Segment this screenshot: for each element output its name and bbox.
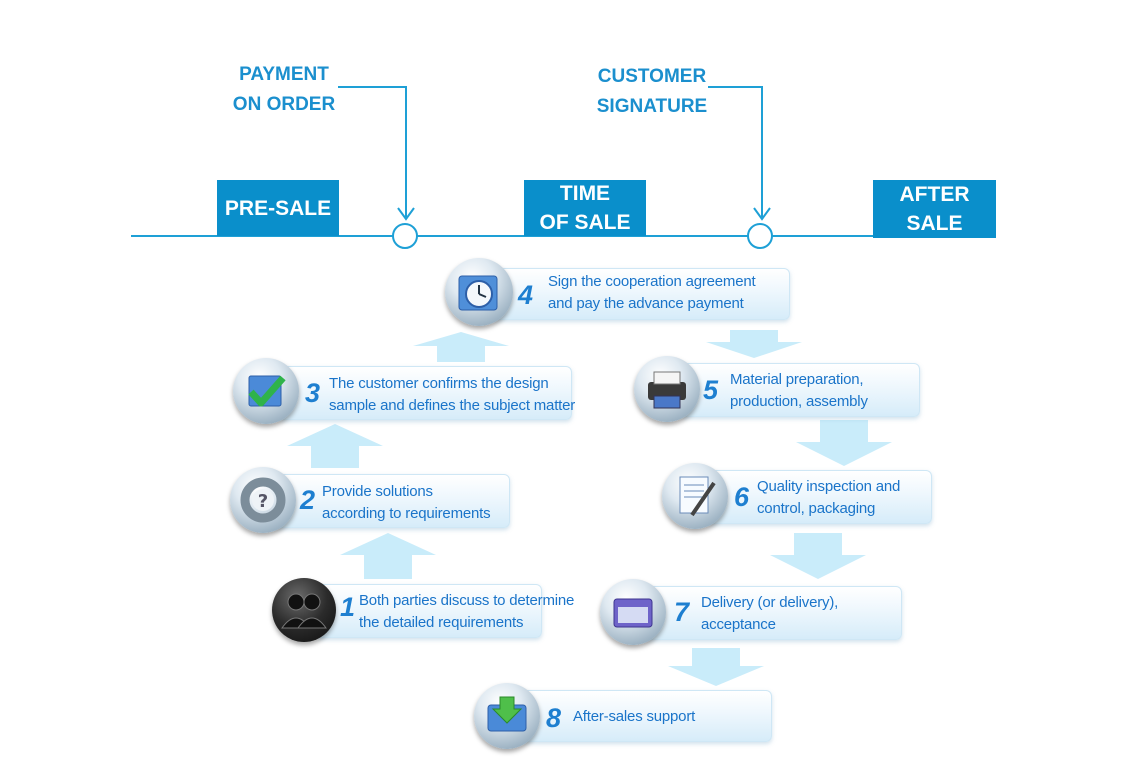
- printer-icon: [634, 356, 700, 422]
- step-3-text: The customer confirms the design sample …: [329, 375, 576, 414]
- step-7-box: [642, 586, 902, 640]
- step-2-box: [270, 474, 510, 528]
- flow-arrow-up-3: [413, 332, 509, 362]
- phase-pre-sale: PRE-SALE: [217, 180, 339, 236]
- phase-time-of-sale: TIME OF SALE: [524, 180, 646, 236]
- step-5-box: [680, 363, 920, 417]
- step-1-number: 1: [340, 592, 356, 622]
- step-7-text: Delivery (or delivery), acceptance: [701, 594, 839, 633]
- flow-arrow-down-7: [668, 648, 764, 686]
- arrow-signature-icon: [753, 207, 771, 221]
- step-1-text: Both parties discuss to determine the de…: [359, 592, 575, 631]
- step-8-number: 8: [546, 703, 562, 733]
- flow-arrow-up-1: [340, 533, 436, 579]
- checkmark-icon: [233, 358, 299, 424]
- users-icon: [272, 578, 336, 642]
- step-6-text: Quality inspection and control, packagin…: [757, 478, 901, 517]
- clock-icon: [445, 258, 513, 326]
- leader-line-signature-v: [761, 86, 763, 217]
- leader-line-payment-h: [338, 86, 406, 88]
- step-4-text: Sign the cooperation agreement and pay t…: [548, 273, 756, 312]
- phase-time-of-sale-label: TIME OF SALE: [539, 182, 631, 234]
- event-payment-on-order-label: PAYMENT ON ORDER: [232, 64, 336, 115]
- step-1-box: [316, 584, 542, 638]
- milestone-customer-signature: [747, 223, 773, 249]
- leader-line-signature-h: [708, 86, 762, 88]
- step-3-box: [278, 366, 572, 420]
- svg-text:?: ?: [258, 491, 268, 512]
- step-4-box: [490, 268, 790, 320]
- phase-after-sale: AFTER SALE: [873, 180, 996, 238]
- flow-arrow-down-6: [770, 533, 866, 579]
- phase-after-sale-label: AFTER SALE: [899, 183, 970, 235]
- step-6-box: [706, 470, 932, 524]
- event-customer-signature-label: CUSTOMER SIGNATURE: [596, 66, 708, 117]
- step-5-text: Material preparation, production, assemb…: [730, 371, 868, 410]
- document-pen-icon: [662, 463, 728, 529]
- download-icon: [474, 683, 540, 749]
- help-lifebuoy-icon: ?: [230, 467, 296, 533]
- step-3-number: 3: [305, 378, 321, 408]
- window-icon: [600, 579, 666, 645]
- step-2-number: 2: [300, 485, 316, 515]
- flow-arrow-down-5: [796, 420, 892, 466]
- timeline-line: [131, 235, 996, 237]
- step-8-box: [520, 690, 772, 742]
- step-6-number: 6: [734, 482, 750, 512]
- flow-arrow-up-2: [287, 424, 383, 468]
- phase-pre-sale-label: PRE-SALE: [224, 196, 332, 220]
- step-7-number: 7: [674, 597, 690, 627]
- step-2-text: Provide solutions according to requireme…: [322, 483, 491, 522]
- flow-arrow-down-4: [706, 330, 802, 358]
- milestone-payment-on-order: [392, 223, 418, 249]
- step-4-number: 4: [518, 280, 534, 310]
- arrow-payment-icon: [397, 207, 415, 221]
- step-8-text: After-sales support: [573, 708, 696, 725]
- leader-line-payment-v: [405, 86, 407, 217]
- step-5-number: 5: [703, 375, 719, 405]
